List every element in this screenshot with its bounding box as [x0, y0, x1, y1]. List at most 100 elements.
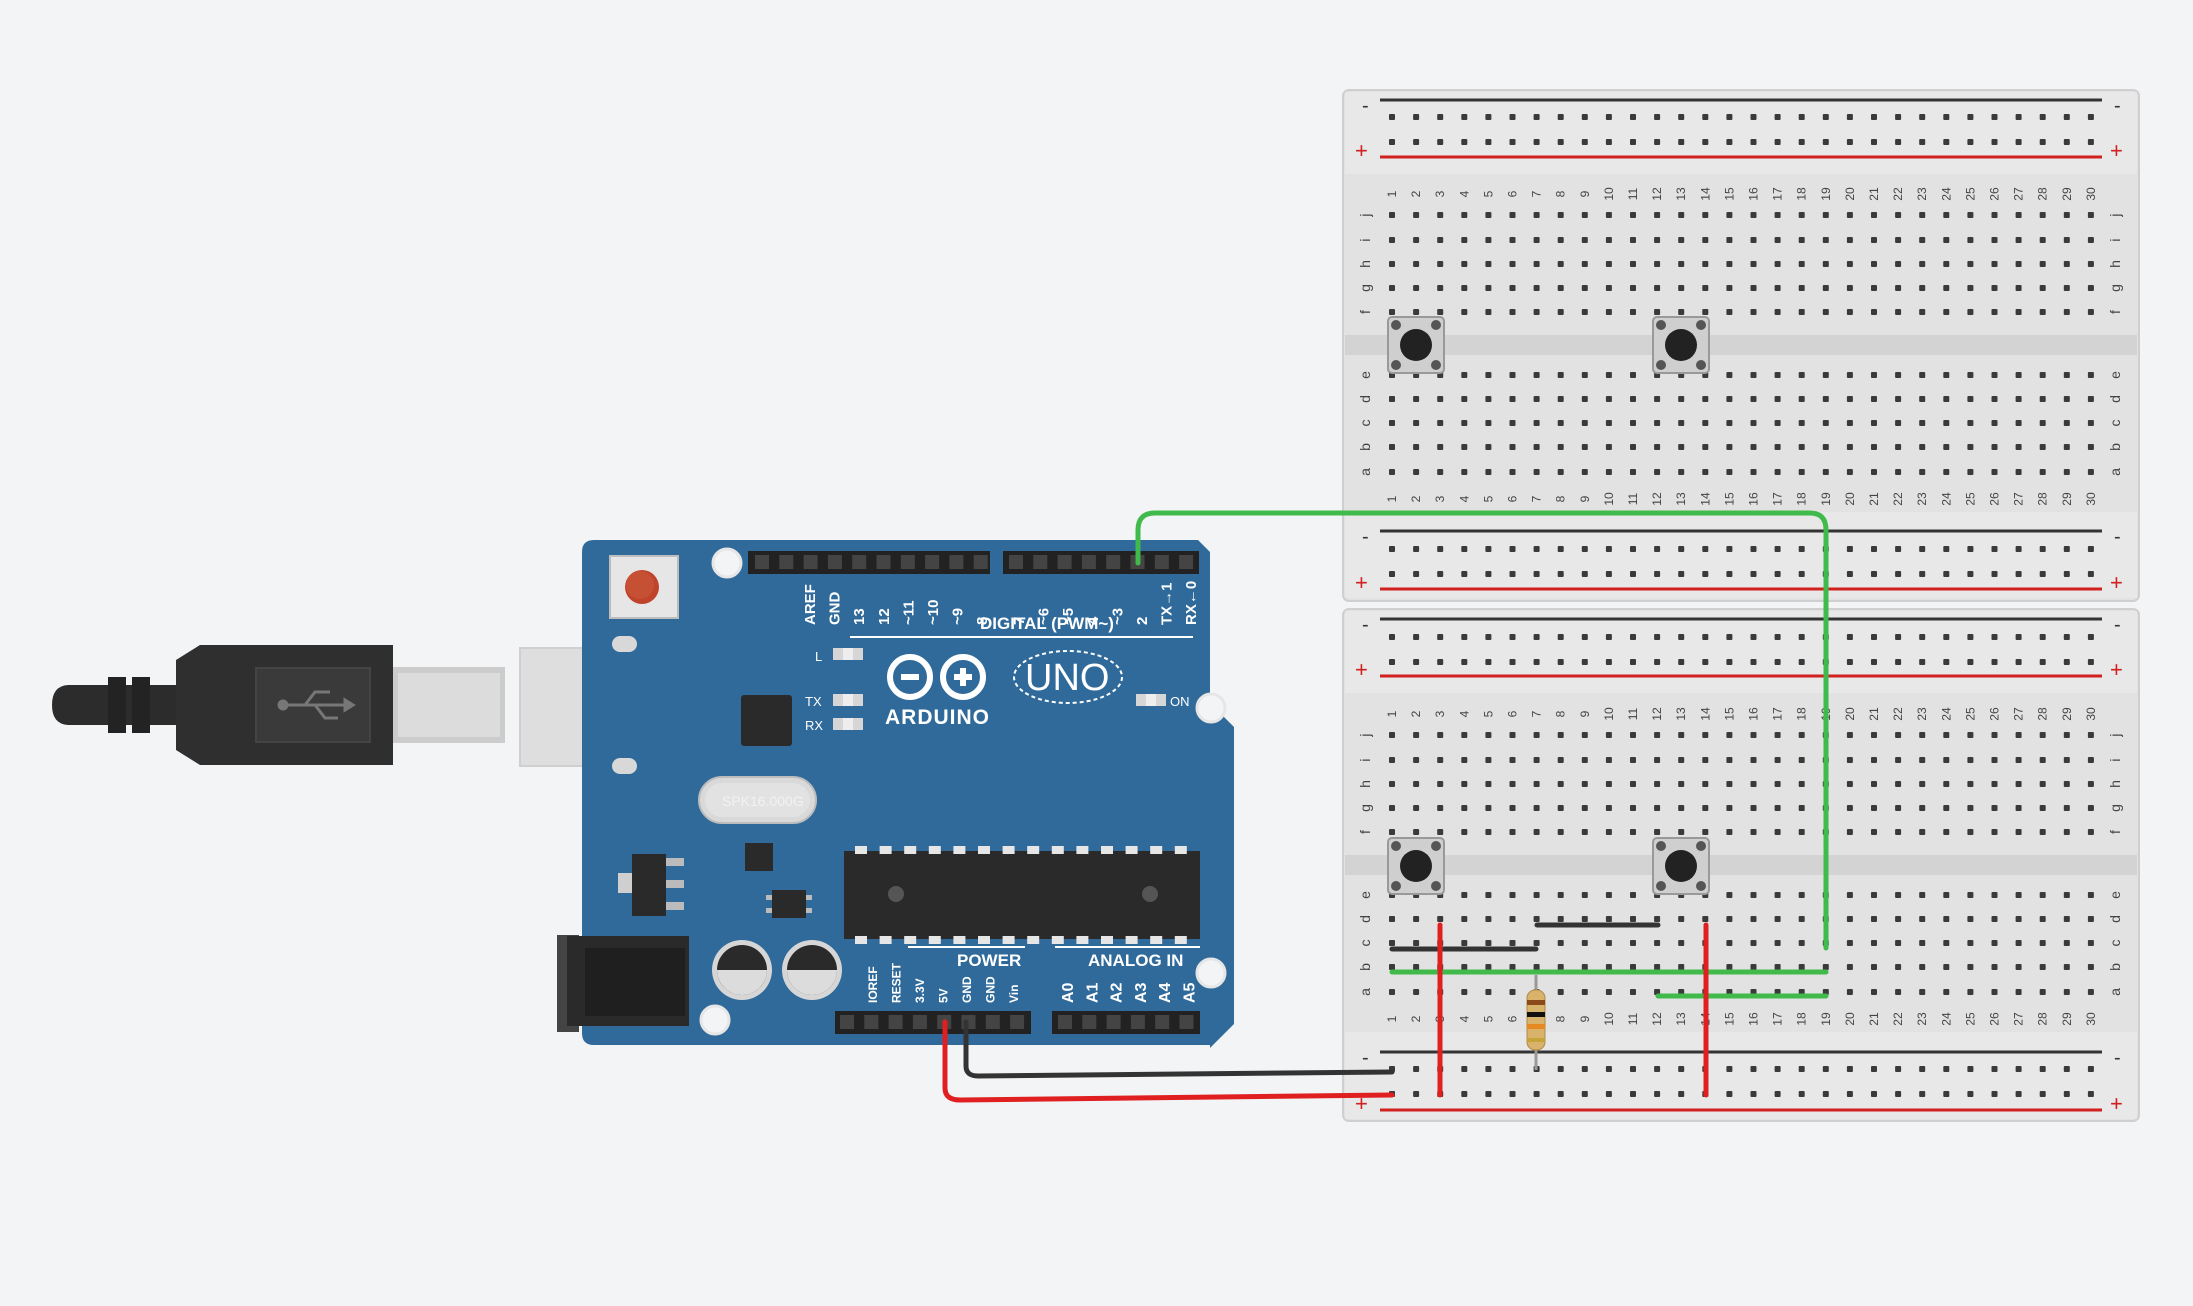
breadboard-wires[interactable] [1389, 922, 1829, 1098]
rail-hole[interactable] [1437, 659, 1444, 665]
terminal-hole[interactable] [1605, 940, 1612, 946]
terminal-hole[interactable] [1389, 829, 1395, 835]
terminal-hole[interactable] [1630, 964, 1636, 970]
rail-hole[interactable] [1895, 1066, 1902, 1072]
terminal-hole[interactable] [1822, 444, 1829, 450]
rail-hole[interactable] [1774, 546, 1781, 552]
rail-hole[interactable] [1871, 659, 1877, 665]
rail-hole[interactable] [1485, 1091, 1492, 1097]
terminal-hole[interactable] [1846, 732, 1853, 738]
rail-hole[interactable] [2087, 1066, 2094, 1072]
terminal-hole[interactable] [1798, 212, 1805, 218]
terminal-hole[interactable] [1846, 805, 1853, 811]
terminal-hole[interactable] [1943, 444, 1950, 450]
rail-hole[interactable] [1726, 139, 1733, 145]
terminal-hole[interactable] [1413, 940, 1420, 946]
rail-hole[interactable] [1846, 659, 1853, 665]
rail-hole[interactable] [1991, 1091, 1998, 1097]
terminal-hole[interactable] [1605, 285, 1612, 291]
terminal-hole[interactable] [1533, 892, 1540, 898]
rail-hole[interactable] [1919, 1091, 1926, 1097]
rail-hole[interactable] [1461, 139, 1468, 145]
terminal-hole[interactable] [1581, 469, 1588, 475]
terminal-hole[interactable] [1605, 372, 1612, 378]
terminal-hole[interactable] [1919, 309, 1926, 315]
terminal-hole[interactable] [2063, 964, 2070, 970]
terminal-hole[interactable] [1991, 916, 1998, 922]
terminal-hole[interactable] [1605, 829, 1612, 835]
terminal-hole[interactable] [1943, 309, 1950, 315]
header-socket[interactable] [827, 555, 842, 569]
terminal-hole[interactable] [1895, 916, 1902, 922]
terminal-hole[interactable] [1871, 237, 1877, 243]
terminal-hole[interactable] [1461, 964, 1468, 970]
terminal-hole[interactable] [1509, 420, 1516, 426]
terminal-hole[interactable] [1726, 757, 1733, 763]
rail-hole[interactable] [1413, 659, 1420, 665]
terminal-hole[interactable] [1822, 212, 1829, 218]
terminal-hole[interactable] [1461, 989, 1468, 995]
terminal-hole[interactable] [2087, 940, 2094, 946]
terminal-hole[interactable] [1895, 732, 1902, 738]
header-socket[interactable] [755, 555, 769, 569]
terminal-hole[interactable] [1557, 940, 1564, 946]
terminal-hole[interactable] [1871, 261, 1877, 267]
terminal-hole[interactable] [2039, 444, 2046, 450]
terminal-hole[interactable] [2087, 372, 2094, 378]
rail-hole[interactable] [1509, 659, 1516, 665]
terminal-hole[interactable] [1437, 237, 1444, 243]
terminal-hole[interactable] [1437, 757, 1444, 763]
rail-hole[interactable] [2015, 114, 2022, 120]
terminal-hole[interactable] [1557, 916, 1564, 922]
terminal-hole[interactable] [1485, 916, 1492, 922]
rail-hole[interactable] [1678, 546, 1685, 552]
terminal-hole[interactable] [2039, 396, 2046, 402]
rail-hole[interactable] [1557, 571, 1564, 577]
rail-hole[interactable] [2087, 114, 2094, 120]
terminal-hole[interactable] [1991, 372, 1998, 378]
terminal-hole[interactable] [1461, 469, 1468, 475]
terminal-hole[interactable] [1967, 781, 1974, 787]
rail-hole[interactable] [1557, 1091, 1564, 1097]
terminal-hole[interactable] [1895, 781, 1902, 787]
terminal-hole[interactable] [1726, 396, 1733, 402]
terminal-hole[interactable] [1798, 444, 1805, 450]
terminal-hole[interactable] [1485, 396, 1492, 402]
terminal-hole[interactable] [1774, 940, 1781, 946]
terminal-hole[interactable] [2015, 781, 2022, 787]
terminal-hole[interactable] [1389, 757, 1395, 763]
terminal-hole[interactable] [1798, 237, 1805, 243]
header-socket[interactable] [973, 555, 988, 569]
terminal-hole[interactable] [2063, 805, 2070, 811]
rail-hole[interactable] [1726, 634, 1733, 640]
rail-hole[interactable] [2063, 634, 2070, 640]
terminal-hole[interactable] [1678, 420, 1685, 426]
terminal-hole[interactable] [2063, 237, 2070, 243]
terminal-hole[interactable] [1461, 309, 1468, 315]
rail-hole[interactable] [1654, 546, 1661, 552]
terminal-hole[interactable] [1750, 444, 1757, 450]
rail-hole[interactable] [1895, 546, 1902, 552]
terminal-hole[interactable] [1702, 781, 1709, 787]
rail-hole[interactable] [1509, 546, 1516, 552]
terminal-hole[interactable] [1557, 237, 1564, 243]
terminal-hole[interactable] [1630, 805, 1636, 811]
terminal-hole[interactable] [1871, 444, 1877, 450]
rail-hole[interactable] [1678, 1066, 1685, 1072]
terminal-hole[interactable] [1437, 212, 1444, 218]
terminal-hole[interactable] [1967, 420, 1974, 426]
rail-hole[interactable] [1991, 114, 1998, 120]
rail-hole[interactable] [1581, 571, 1588, 577]
terminal-hole[interactable] [1943, 829, 1950, 835]
rail-hole[interactable] [2087, 659, 2094, 665]
terminal-hole[interactable] [1413, 212, 1420, 218]
terminal-hole[interactable] [1846, 964, 1853, 970]
terminal-hole[interactable] [1774, 285, 1781, 291]
terminal-hole[interactable] [2015, 444, 2022, 450]
rail-hole[interactable] [1509, 634, 1516, 640]
terminal-hole[interactable] [1822, 285, 1829, 291]
rail-hole[interactable] [1822, 139, 1829, 145]
terminal-hole[interactable] [1774, 309, 1781, 315]
terminal-hole[interactable] [1822, 420, 1829, 426]
terminal-hole[interactable] [1485, 989, 1492, 995]
